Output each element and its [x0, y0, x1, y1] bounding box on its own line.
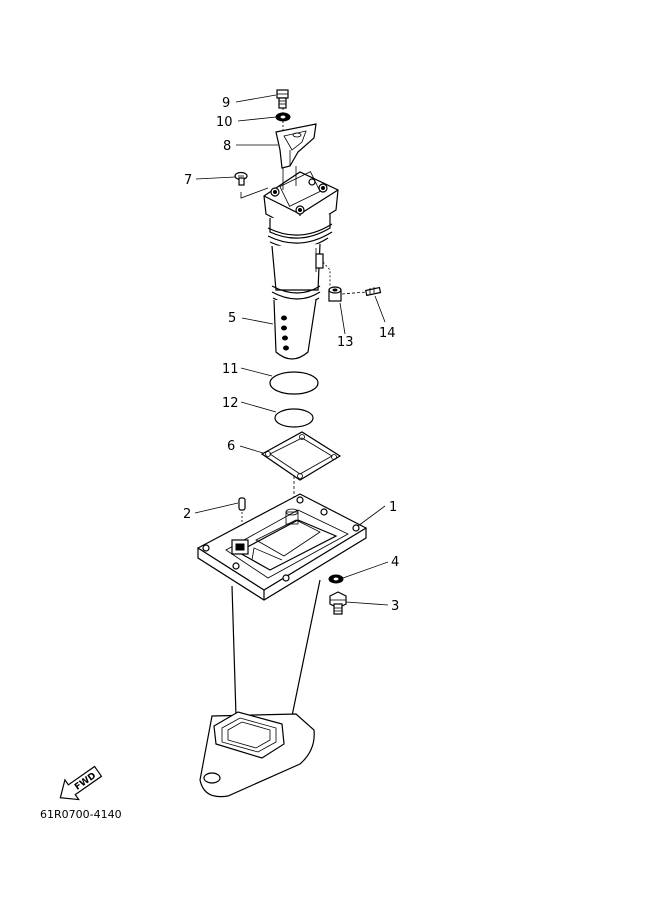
- part-label-11: 11: [222, 362, 239, 377]
- part-label-13: 13: [337, 335, 354, 350]
- part-label-6: 6: [227, 439, 235, 454]
- part-label-1: 1: [389, 500, 397, 515]
- exhaust-guide-part-5: [263, 166, 339, 360]
- upper-casing-part-1: [196, 493, 368, 798]
- part-label-2: 2: [183, 507, 191, 522]
- seal-part-12: [274, 408, 314, 428]
- nut-part-13: [328, 286, 342, 302]
- gasket-part-6: [260, 431, 342, 481]
- bolt-part-14: [365, 286, 382, 297]
- bolt-part-3: [329, 591, 347, 615]
- part-label-7: 7: [184, 173, 192, 188]
- bolt-part-9: [276, 89, 289, 109]
- dowel-pin-part-2: [238, 497, 246, 530]
- bracket-part-8: [275, 123, 317, 169]
- drawing-code: 61R0700-4140: [40, 808, 122, 821]
- part-label-8: 8: [223, 139, 231, 154]
- screw-part-7: [234, 171, 248, 186]
- washer-part-10: [275, 112, 291, 122]
- part-label-12: 12: [222, 396, 239, 411]
- part-label-4: 4: [391, 555, 399, 570]
- fwd-arrow-icon: FWD: [59, 765, 103, 801]
- part-label-5: 5: [228, 311, 236, 326]
- leader-lines: [194, 94, 389, 606]
- o-ring-part-11: [269, 371, 319, 395]
- part-label-14: 14: [379, 326, 396, 341]
- part-label-3: 3: [391, 599, 399, 614]
- part-label-10: 10: [216, 115, 233, 130]
- part-label-9: 9: [222, 96, 230, 111]
- washer-part-4: [328, 574, 344, 584]
